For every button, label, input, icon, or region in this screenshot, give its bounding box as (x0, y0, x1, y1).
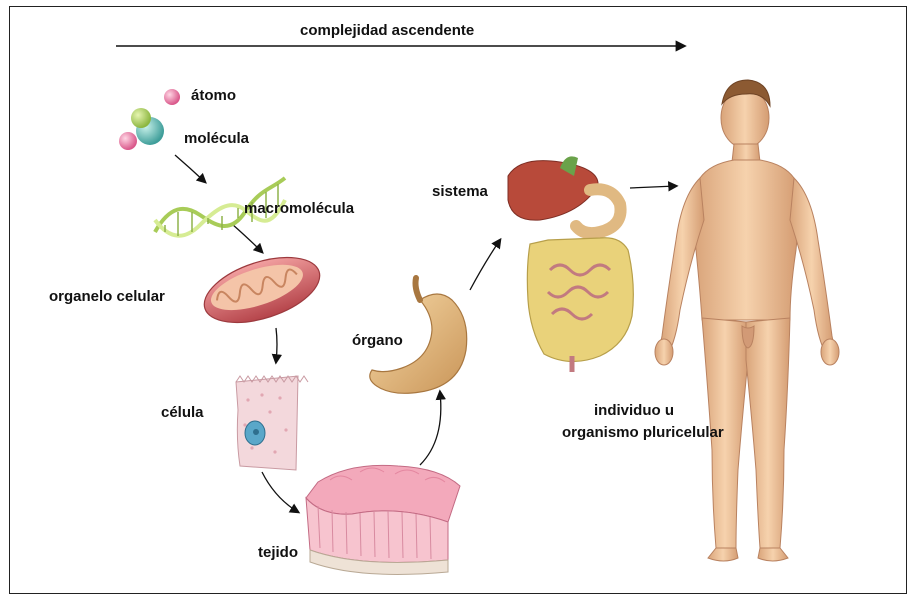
human-body-icon (655, 80, 839, 561)
label-macromolecula: macromolécula (244, 200, 354, 218)
cell-icon (236, 376, 308, 470)
tissue-icon (306, 465, 460, 574)
label-atomo: átomo (191, 87, 236, 105)
atom-icon (164, 89, 180, 105)
label-sistema: sistema (432, 183, 488, 201)
arrow-molecule-to-macromolecule (175, 155, 205, 182)
label-organo: órgano (352, 332, 403, 350)
arrow-system-to-individual (630, 186, 676, 188)
label-organelo: organelo celular (49, 288, 165, 306)
label-individuo-line1: individuo u (594, 402, 674, 420)
title-complejidad: complejidad ascendente (300, 22, 474, 40)
mitochondrion-icon (196, 245, 327, 335)
label-tejido: tejido (258, 544, 298, 562)
label-individuo-line2: organismo pluricelular (562, 424, 724, 442)
digestive-system-icon (508, 156, 633, 372)
label-molecula: molécula (184, 130, 249, 148)
arrow-organ-to-system (470, 240, 500, 290)
label-celula: célula (161, 404, 204, 422)
arrow-cell-to-tissue (262, 472, 298, 512)
arrow-macromolecule-to-organelle (232, 224, 262, 252)
molecule-icon (119, 108, 164, 150)
arrow-tissue-to-organ (420, 392, 441, 465)
arrow-organelle-to-cell (276, 328, 277, 362)
